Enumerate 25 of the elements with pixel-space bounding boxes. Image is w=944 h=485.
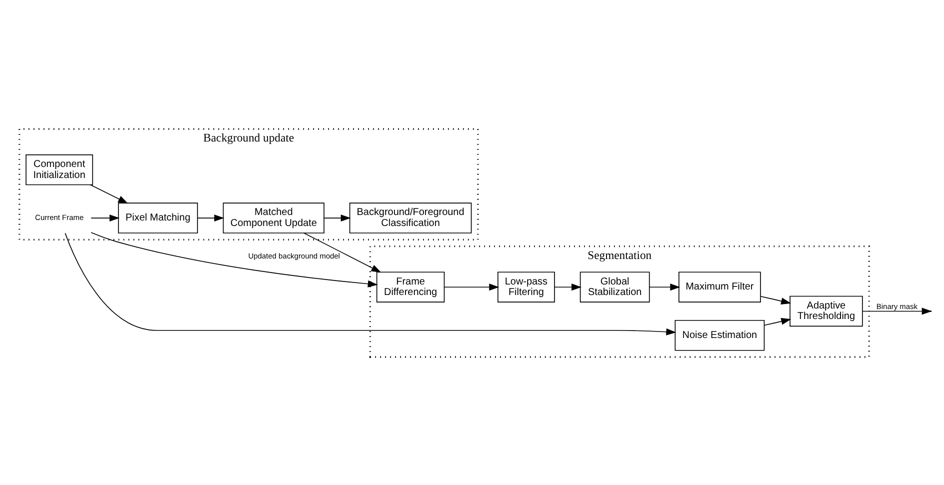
arrow <box>444 283 500 290</box>
arrow <box>90 232 378 287</box>
edge-label: Updated background model <box>248 250 340 260</box>
node-box: Global Stabilization <box>580 271 650 302</box>
arrow <box>862 307 932 314</box>
node-box: Pixel Matching <box>118 202 198 233</box>
arrow <box>649 283 680 290</box>
edge-label: Binary mask <box>876 301 918 310</box>
arrow <box>90 214 120 222</box>
arrow <box>554 283 582 290</box>
node-box: Frame Differencing <box>376 271 445 302</box>
node-box: Maximum Filter <box>678 271 761 302</box>
node-box: Matched Component Update <box>222 202 324 233</box>
node-box: Background/Foreground Classification <box>349 202 472 233</box>
node-box: Low-pass Filtering <box>498 271 555 302</box>
node-text: Current Frame <box>35 212 84 222</box>
arrow <box>64 232 676 335</box>
arrow <box>760 295 792 304</box>
arrow <box>197 214 224 222</box>
arrow <box>324 214 351 222</box>
arrow <box>764 317 792 326</box>
arrow <box>90 184 128 204</box>
node-box: Noise Estimation <box>674 319 765 350</box>
node-box: Adaptive Thresholding <box>790 295 863 326</box>
node-box: Component Initialization <box>26 154 94 185</box>
